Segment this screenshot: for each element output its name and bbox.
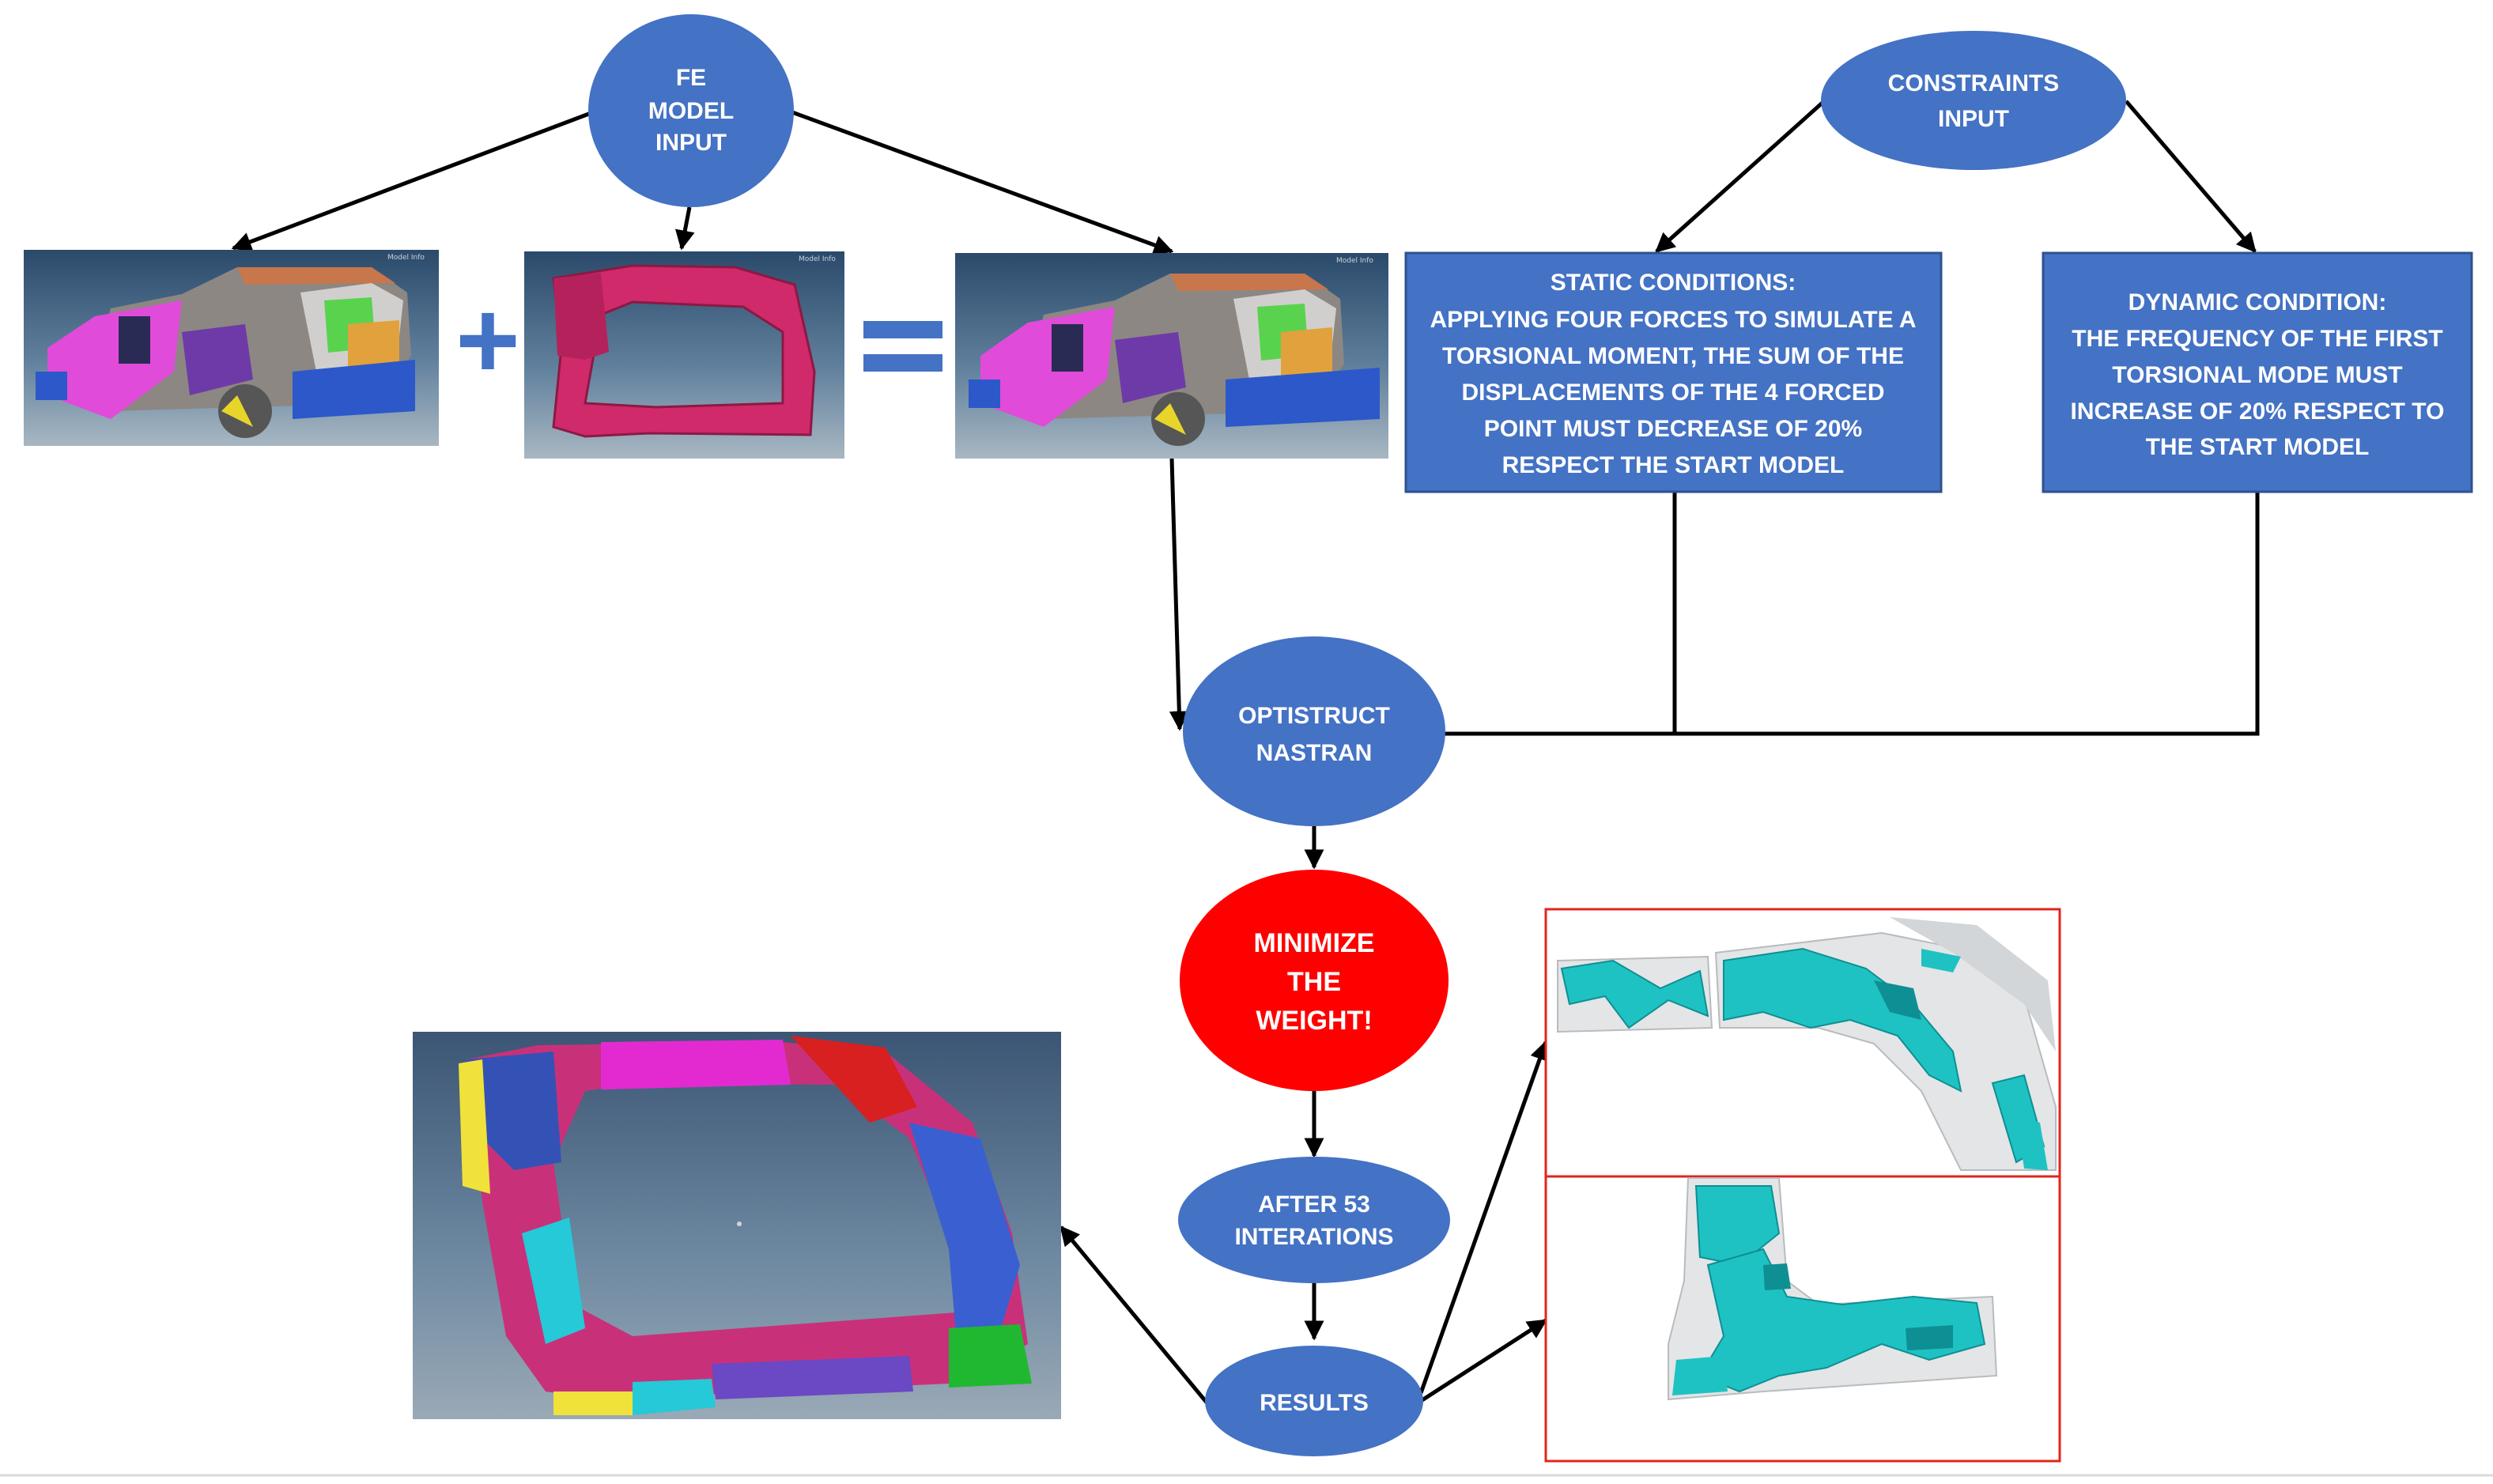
topology-result-top-image [1544,908,2061,1178]
equals-operator [863,321,942,372]
static-heading: STATIC CONDITIONS: [1551,270,1796,296]
constraints-line-2: INPUT [1938,106,2009,132]
optistruct-line-1: OPTISTRUCT [1238,703,1390,729]
fe-line-1: FE [676,65,706,91]
arrow-results-to-topology-top [1418,1040,1550,1394]
results-label: RESULTS [1260,1390,1369,1416]
topology-result-bottom-image [1544,1175,2061,1463]
line-static-to-optistruct [1443,492,1677,736]
arrow-results-to-optimized [1060,1225,1209,1405]
fe-line-2: MODEL [648,98,734,124]
ring-reinforcement-image: Model Info [524,251,844,459]
car-start-image: Model Info [24,250,439,446]
plus-operator: + [455,278,520,402]
iterations-line-2: INTERATIONS [1234,1224,1393,1250]
fe-line-3: INPUT [655,130,727,156]
dynamic-line-4: THE START MODEL [2146,434,2370,460]
static-line-4: POINT MUST DECREASE OF 20% [1484,416,1862,442]
constraints-input-node: CONSTRAINTS INPUT [1821,31,2126,170]
arrow-results-to-topology-bottom [1419,1318,1548,1403]
dynamic-line-3: INCREASE OF 20% RESPECT TO [2071,398,2445,425]
iterations-line-1: AFTER 53 [1258,1191,1370,1218]
optimized-ring-image [413,1032,1061,1419]
car-combined-image: Model Info [955,253,1388,459]
static-line-3: DISPLACEMENTS OF THE 4 FORCED [1461,379,1884,406]
static-line-2: TORSIONAL MOMENT, THE SUM OF THE [1442,343,1904,369]
constraints-line-1: CONSTRAINTS [1888,70,2060,96]
car-body-render [36,267,415,438]
dynamic-condition-box: DYNAMIC CONDITION: THE FREQUENCY OF THE … [2042,251,2473,493]
arrow-combined-to-optistruct [1169,458,1189,731]
minimize-weight-node: MINIMIZE THE WEIGHT! [1180,870,1449,1091]
optimized-ring-render [459,1036,1032,1415]
equals-operator-label: = [0,0,1,1]
minimize-line-2: THE [1287,967,1341,997]
arrow-fe-to-ring [674,206,695,251]
dynamic-heading: DYNAMIC CONDITION: [2128,289,2387,315]
static-conditions-box: STATIC CONDITIONS: APPLYING FOUR FORCES … [1404,251,1943,493]
minimize-line-3: WEIGHT! [1256,1006,1372,1036]
arrow-fe-to-car [231,110,594,251]
dynamic-line-1: THE FREQUENCY OF THE FIRST [2072,326,2442,352]
svg-text:Model Info: Model Info [799,255,836,263]
svg-text:Model Info: Model Info [1336,257,1373,265]
car-combined-render [969,274,1380,446]
optistruct-nastran-node: OPTISTRUCT NASTRAN [1183,636,1445,826]
svg-text:Model Info: Model Info [387,254,425,262]
arrow-constraints-to-static [1655,100,1826,253]
optistruct-line-2: NASTRAN [1256,740,1373,766]
connector-lines [231,100,2260,1405]
arrow-fe-to-combined [791,110,1174,255]
after-iterations-node: AFTER 53 INTERATIONS [1178,1157,1450,1283]
results-node: RESULTS [1205,1346,1423,1456]
dynamic-line-2: TORSIONAL MODE MUST [2112,362,2402,388]
arrow-constraints-to-dynamic [2125,100,2257,253]
static-line-1: APPLYING FOUR FORCES TO SIMULATE A [1430,307,1916,333]
minimize-line-1: MINIMIZE [1254,928,1375,958]
static-line-5: RESPECT THE START MODEL [1502,452,1845,478]
topology-top-render [1557,917,2057,1171]
fe-model-input-node: FE MODEL INPUT [588,14,794,207]
line-dynamic-to-optistruct [1675,492,2260,736]
topology-bottom-render [1668,1177,1998,1401]
